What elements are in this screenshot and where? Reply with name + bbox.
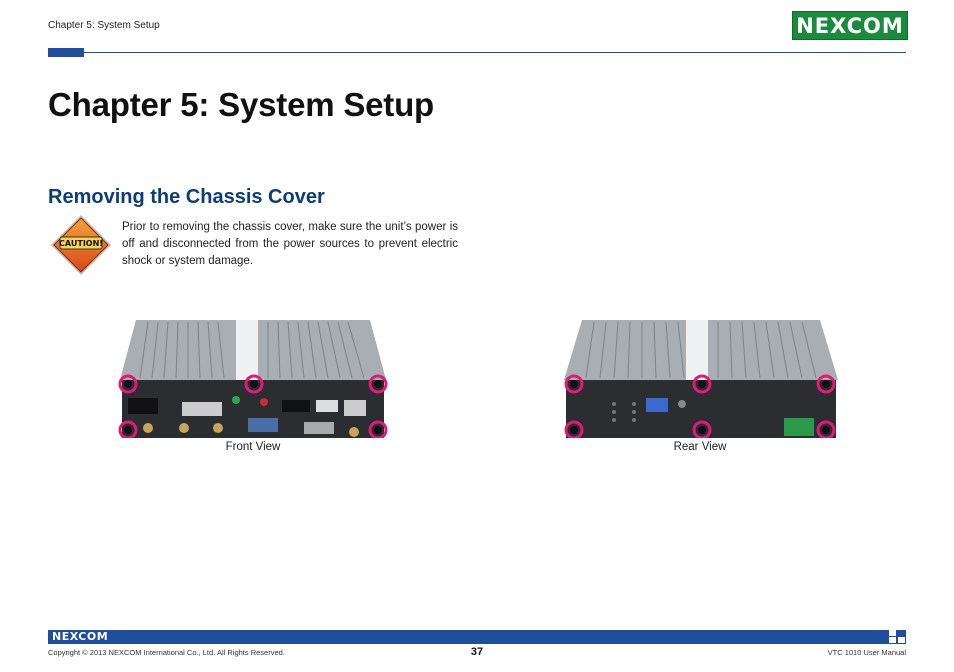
nexcom-logo: NEXCOM [792, 11, 908, 40]
logo-text: NEXCOM [796, 13, 904, 38]
page-number: 37 [470, 646, 484, 658]
header-rule-line [84, 52, 906, 53]
caution-paragraph: Prior to removing the chassis cover, mak… [122, 221, 458, 267]
footer-manual-name: VTC 1010 User Manual [827, 648, 906, 657]
caution-icon: CAUTION! [48, 212, 114, 278]
header-rule-block [48, 48, 84, 57]
section-title: Removing the Chassis Cover [48, 186, 325, 208]
rear-view-photo [562, 318, 840, 440]
front-view-photo [118, 318, 388, 440]
front-view-caption: Front View [225, 441, 281, 453]
footer-bar [48, 630, 906, 644]
rear-view-caption: Rear View [673, 441, 727, 453]
header-chapter-label: Chapter 5: System Setup [48, 20, 160, 31]
footer-copyright: Copyright © 2013 NEXCOM International Co… [48, 648, 285, 657]
chapter-title: Chapter 5: System Setup [48, 86, 435, 123]
footer-logo: NEXCOM [52, 630, 109, 643]
footer-squares-icon [889, 630, 906, 644]
caution-badge-text: CAUTION! [59, 239, 103, 248]
